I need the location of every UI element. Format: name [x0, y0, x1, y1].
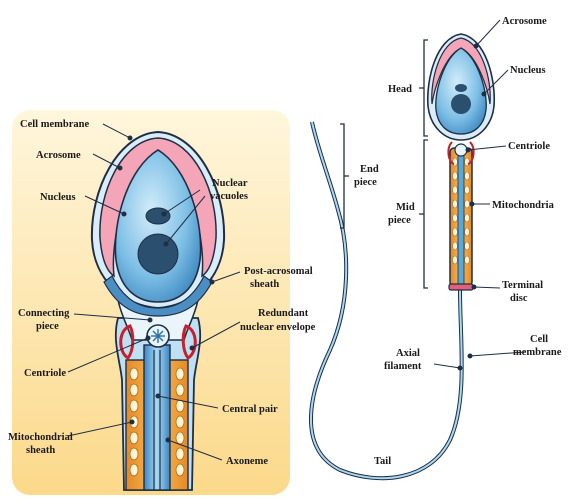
left-midpiece [114, 317, 202, 491]
end-piece-bracket [340, 123, 349, 229]
label-head: Head [388, 84, 412, 95]
label-post-acrosomal: Post-acrosomal [244, 266, 313, 277]
label-axial-filament: Axial [396, 348, 420, 359]
right-full-view [309, 33, 496, 481]
label-tail: Tail [374, 456, 391, 467]
redundant-envelope-right [181, 324, 197, 360]
leader-lines [67, 19, 526, 461]
right-terminal-disc [448, 283, 474, 291]
label-mito-sheath-2: sheath [26, 445, 55, 456]
label-nuclear-vacuoles-2: vacuoles [210, 191, 248, 202]
redundant-envelope-left [119, 324, 135, 360]
label-mid-piece-2: piece [388, 215, 411, 226]
label-terminal-disc: Terminal [502, 280, 543, 291]
label-post-acrosomal-2: sheath [250, 279, 279, 290]
label-acrosome-left: Acrosome [36, 150, 81, 161]
right-labels: Acrosome Nucleus Head Centriole Mid piec… [354, 16, 562, 467]
label-redundant-2: nuclear envelope [240, 322, 316, 333]
label-centriole-right: Centriole [508, 141, 550, 152]
label-mid-piece: Mid [396, 202, 415, 213]
label-cell-membrane-right: Cell [530, 334, 548, 345]
label-cell-membrane: Cell membrane [20, 119, 89, 130]
left-labels: Cell membrane Acrosome Nucleus Nuclear v… [8, 119, 316, 467]
label-end-piece: End [360, 164, 379, 175]
label-cell-membrane-right-2: membrane [513, 347, 562, 358]
label-connecting-piece: Connecting [18, 308, 70, 319]
right-tail [309, 121, 464, 481]
left-nucleus [114, 149, 202, 303]
label-nucleus-left: Nucleus [40, 192, 76, 203]
label-acrosome-right: Acrosome [502, 16, 547, 27]
vacuole-large [137, 233, 179, 275]
label-central-pair: Central pair [222, 404, 278, 415]
label-axial-filament-2: filament [384, 361, 422, 372]
label-mito-sheath: Mitochondrial [8, 432, 73, 443]
head-bracket [419, 39, 428, 137]
centriole-spokes [151, 329, 165, 343]
right-red-envelope [447, 141, 475, 165]
label-terminal-disc-2: disc [510, 293, 528, 304]
left-detail-view [12, 110, 290, 495]
label-end-piece-2: piece [354, 177, 377, 188]
label-redundant: Redundant [258, 308, 309, 319]
mid-piece-bracket [419, 139, 428, 289]
label-connecting-piece-2: piece [36, 321, 59, 332]
right-centriole [454, 143, 468, 157]
label-nuclear-vacuoles: Nuclear [212, 178, 248, 189]
label-centriole-left: Centriole [24, 368, 66, 379]
vacuole-small [145, 207, 171, 225]
label-nucleus-right: Nucleus [510, 65, 546, 76]
label-mitochondria: Mitochondria [492, 200, 555, 211]
axoneme-core [143, 344, 171, 491]
label-axoneme: Axoneme [226, 456, 268, 467]
